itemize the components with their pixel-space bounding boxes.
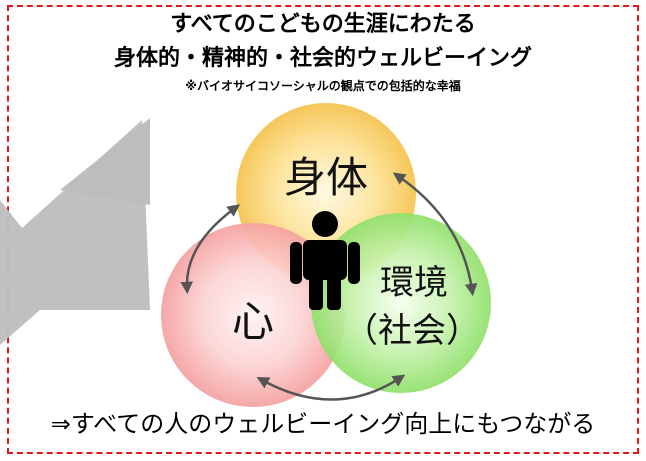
subtitle: ※バイオサイコソーシャルの観点での包括的な幸福 [185,79,461,93]
title-line-1: すべてのこどもの生涯にわたる [170,12,476,37]
double-arrow-icon [180,204,241,295]
double-arrow-icon [392,172,478,297]
footer-text: ⇒すべての人のウェルビーイング向上にもつながる [50,410,596,438]
mind-label: 心 [232,297,274,346]
title-line-2: 身体的・精神的・社会的ウェルビーイング [113,46,532,71]
body-label: 身体 [284,153,368,202]
person-icon [290,211,360,310]
environment-sublabel: （社会） [344,311,480,351]
environment-label: 環境 [380,263,448,303]
double-arrow-icon [256,374,406,401]
big-gray-arrow-head [60,118,150,205]
